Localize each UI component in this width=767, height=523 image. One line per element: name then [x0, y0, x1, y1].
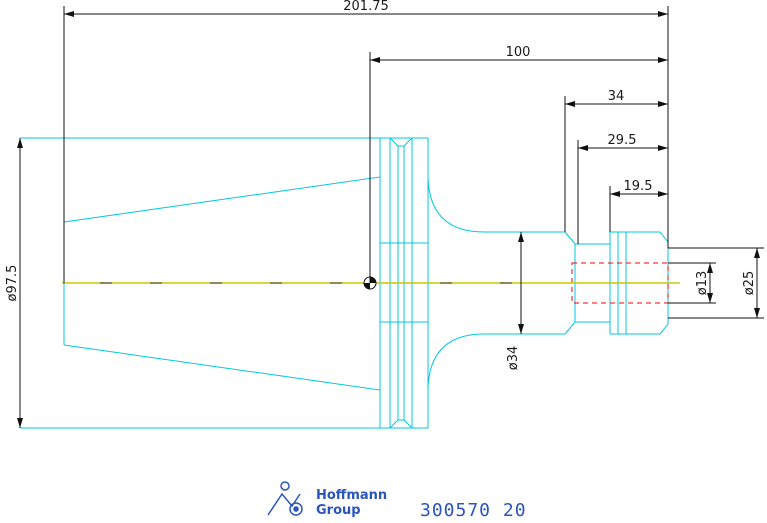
- dim-length-19-5: 19.5: [624, 179, 653, 194]
- logo-figure-icon: [267, 481, 303, 516]
- dim-length-29-5: 29.5: [608, 133, 637, 148]
- logo-text-line2: Group: [316, 503, 361, 518]
- neck-fillet-upper: [427, 177, 565, 233]
- nut-outline: [609, 231, 669, 335]
- step-upper: [564, 231, 611, 245]
- taper-upper-edge: [63, 138, 381, 223]
- dimension-arrowheads: [17, 11, 760, 428]
- part-number: 300570 20: [420, 500, 527, 521]
- dimension-lines: [19, 6, 764, 428]
- dim-dia-25: ø25: [742, 271, 757, 296]
- dim-dia-13: ø13: [695, 271, 710, 296]
- v-groove-top: [389, 137, 413, 147]
- hoffmann-logo: Hoffmann Group: [267, 481, 387, 518]
- dim-gauge-to-end: 100: [506, 45, 531, 60]
- dim-dia-34: ø34: [506, 346, 521, 371]
- taper-lower-edge: [63, 344, 381, 428]
- v-groove-bottom: [389, 419, 413, 429]
- dim-overall-length: 201.75: [343, 0, 389, 14]
- logo-text-line1: Hoffmann: [316, 488, 387, 503]
- dim-length-34: 34: [608, 89, 625, 104]
- neck-fillet-lower: [427, 333, 565, 389]
- step-lower: [564, 321, 611, 335]
- dim-dia-97-5: ø97.5: [5, 265, 20, 302]
